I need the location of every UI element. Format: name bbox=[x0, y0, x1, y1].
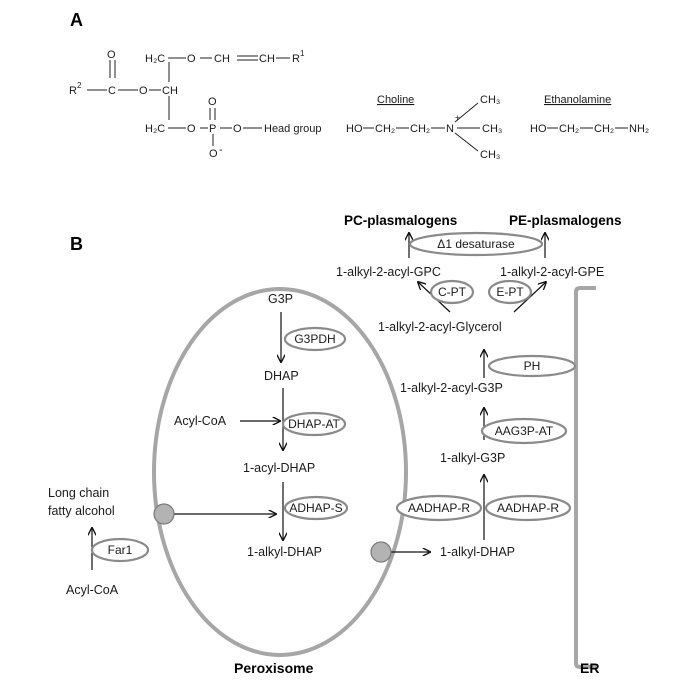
structure-ch-middle: CH bbox=[162, 85, 178, 97]
alkyl-acyl-gpc: 1-alkyl-2-acyl-GPC bbox=[336, 265, 441, 279]
cpt-oval bbox=[429, 279, 475, 305]
ethanolamine-hydroxyl: HO bbox=[530, 123, 547, 135]
fatty-alcohol-label: fatty alcohol bbox=[48, 504, 115, 518]
alkyl-acyl-glycerol: 1-alkyl-2-acyl-Glycerol bbox=[378, 320, 502, 334]
ethanolamine-ch2-2: CH₂ bbox=[594, 123, 614, 135]
desaturase-oval bbox=[408, 231, 544, 257]
structure-vinyl-ch-2: CH bbox=[259, 53, 275, 65]
aag3pat-oval bbox=[480, 417, 568, 445]
choline-positive-charge: + bbox=[455, 113, 460, 122]
g3pdh-label: G3PDH bbox=[294, 332, 335, 346]
g3pdh-oval bbox=[283, 326, 347, 352]
acyl-coa-cytosol: Acyl-CoA bbox=[66, 583, 119, 597]
structure-h2c-top: H₂C bbox=[145, 53, 165, 65]
panel-label-a: A bbox=[70, 10, 83, 30]
long-chain-label: Long chain bbox=[48, 486, 109, 500]
choline-methyl-bottom: CH₃ bbox=[480, 149, 500, 161]
structure-phosphorus: P bbox=[209, 123, 216, 135]
er-membrane-bracket bbox=[574, 286, 596, 669]
acyl-coa-peroxisome: Acyl-CoA bbox=[174, 414, 227, 428]
pc-plasmalogens: PC-plasmalogens bbox=[344, 213, 457, 228]
er-label: ER bbox=[580, 660, 599, 676]
aadhapr-left-label: AADHAP-R bbox=[408, 501, 470, 515]
aadhapr-right-label: AADHAP-R bbox=[497, 501, 559, 515]
ept-label: E-PT bbox=[496, 285, 524, 299]
g3p: G3P bbox=[268, 292, 293, 306]
structure-anionic-oxygen: O bbox=[209, 148, 218, 160]
ept-oval bbox=[487, 279, 533, 305]
alkyl-acyl-g3p: 1-alkyl-2-acyl-G3P bbox=[400, 381, 503, 395]
choline-methyl-top: CH₃ bbox=[480, 94, 500, 106]
structure-ether-oxygen: O bbox=[187, 53, 196, 65]
structure-negative-charge: - bbox=[219, 144, 223, 156]
fatty-alcohol-transporter bbox=[153, 503, 175, 525]
choline-hydroxyl: HO bbox=[346, 123, 363, 135]
structure-carbonyl-carbon: C bbox=[108, 85, 116, 97]
dhap: DHAP bbox=[264, 369, 299, 383]
structure-h2c-bottom: H₂C bbox=[145, 123, 165, 135]
alkyl-acyl-gpe: 1-alkyl-2-acyl-GPE bbox=[500, 265, 604, 279]
structure-carbonyl-oxygen: O bbox=[107, 49, 116, 61]
structure-phosphoryl-oxygen: O bbox=[208, 96, 217, 108]
adhaps-label: ADHAP-S bbox=[289, 501, 342, 515]
acyl-dhap: 1-acyl-DHAP bbox=[243, 461, 315, 475]
structure-ester-oxygen: O bbox=[139, 85, 148, 97]
ph-oval bbox=[487, 354, 577, 378]
structure-vinyl-ch-1: CH bbox=[214, 53, 230, 65]
structure-phosphate-oxygen: O bbox=[187, 123, 196, 135]
alkyl-dhap-er: 1-alkyl-DHAP bbox=[440, 545, 515, 559]
ph-label: PH bbox=[524, 359, 541, 373]
choline-ch2-2: CH₂ bbox=[410, 123, 430, 135]
alkyl-g3p: 1-alkyl-G3P bbox=[440, 451, 505, 465]
choline-methyl-right: CH₃ bbox=[482, 123, 502, 135]
aadhapr-right-oval bbox=[484, 494, 572, 522]
choline-structure: Choline HO CH₂ CH₂ N + CH₃ CH₃ CH₃ bbox=[346, 94, 502, 161]
far1-label: Far1 bbox=[108, 543, 133, 557]
dhapat-label: DHAP-AT bbox=[288, 417, 340, 431]
cpt-label: C-PT bbox=[438, 285, 467, 299]
choline-nitrogen: N bbox=[446, 123, 454, 135]
structure-r2: R2 bbox=[69, 81, 82, 97]
panel-label-b: B bbox=[70, 234, 83, 254]
dhapat-oval bbox=[281, 411, 347, 437]
choline-title: Choline bbox=[377, 94, 414, 106]
far1-oval bbox=[90, 537, 150, 563]
desaturase-label: Δ1 desaturase bbox=[437, 237, 515, 251]
structure-r1: R1 bbox=[292, 49, 305, 65]
choline-ch2-1: CH₂ bbox=[375, 123, 395, 135]
alkyl-dhap-transporter bbox=[370, 541, 392, 563]
structure-phosphate-oxygen-2: O bbox=[233, 123, 242, 135]
adhaps-oval bbox=[283, 495, 349, 521]
ethanolamine-ch2-1: CH₂ bbox=[559, 123, 579, 135]
peroxisome-membrane bbox=[152, 287, 408, 657]
aadhapr-left-oval bbox=[395, 494, 483, 522]
alkyl-dhap-peroxisome: 1-alkyl-DHAP bbox=[247, 545, 322, 559]
plasmalogen-structure: H₂C O CH CH R1 O R2 C O CH H₂C O P O Hea… bbox=[69, 49, 322, 160]
aag3pat-label: AAG3P-AT bbox=[495, 424, 554, 438]
pe-plasmalogens: PE-plasmalogens bbox=[509, 213, 622, 228]
structure-head-group: Head group bbox=[264, 123, 322, 135]
ethanolamine-title: Ethanolamine bbox=[544, 94, 611, 106]
peroxisome-label: Peroxisome bbox=[234, 660, 314, 676]
ethanolamine-structure: Ethanolamine HO CH₂ CH₂ NH₂ bbox=[530, 94, 649, 135]
ethanolamine-amine: NH₂ bbox=[629, 123, 649, 135]
